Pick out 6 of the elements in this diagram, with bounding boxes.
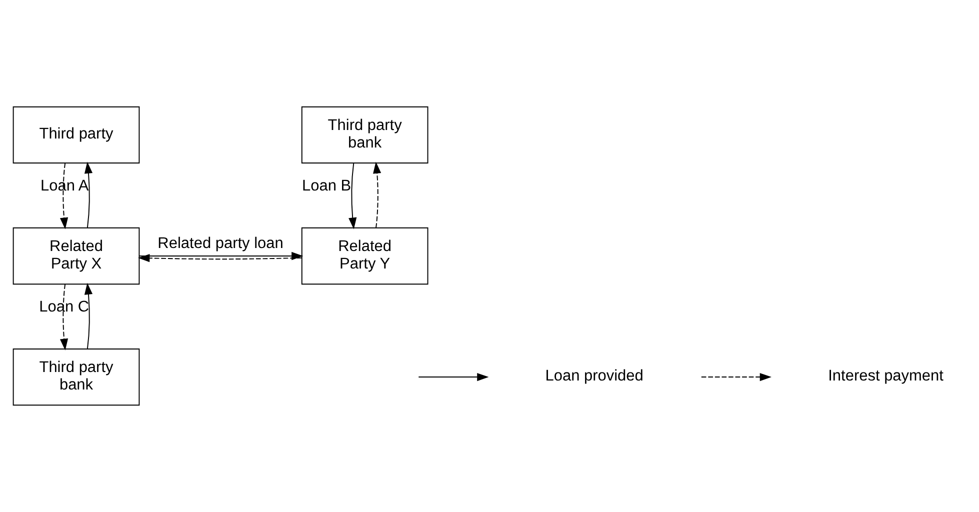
edge-label: Loan A xyxy=(40,178,89,195)
edge-label: Loan C xyxy=(39,298,90,316)
legend-label: Loan provided xyxy=(545,368,644,385)
edge-label: Loan B xyxy=(302,177,352,194)
legend-label: Interest payment xyxy=(828,368,944,385)
edge-label: Related party loan xyxy=(158,235,284,252)
